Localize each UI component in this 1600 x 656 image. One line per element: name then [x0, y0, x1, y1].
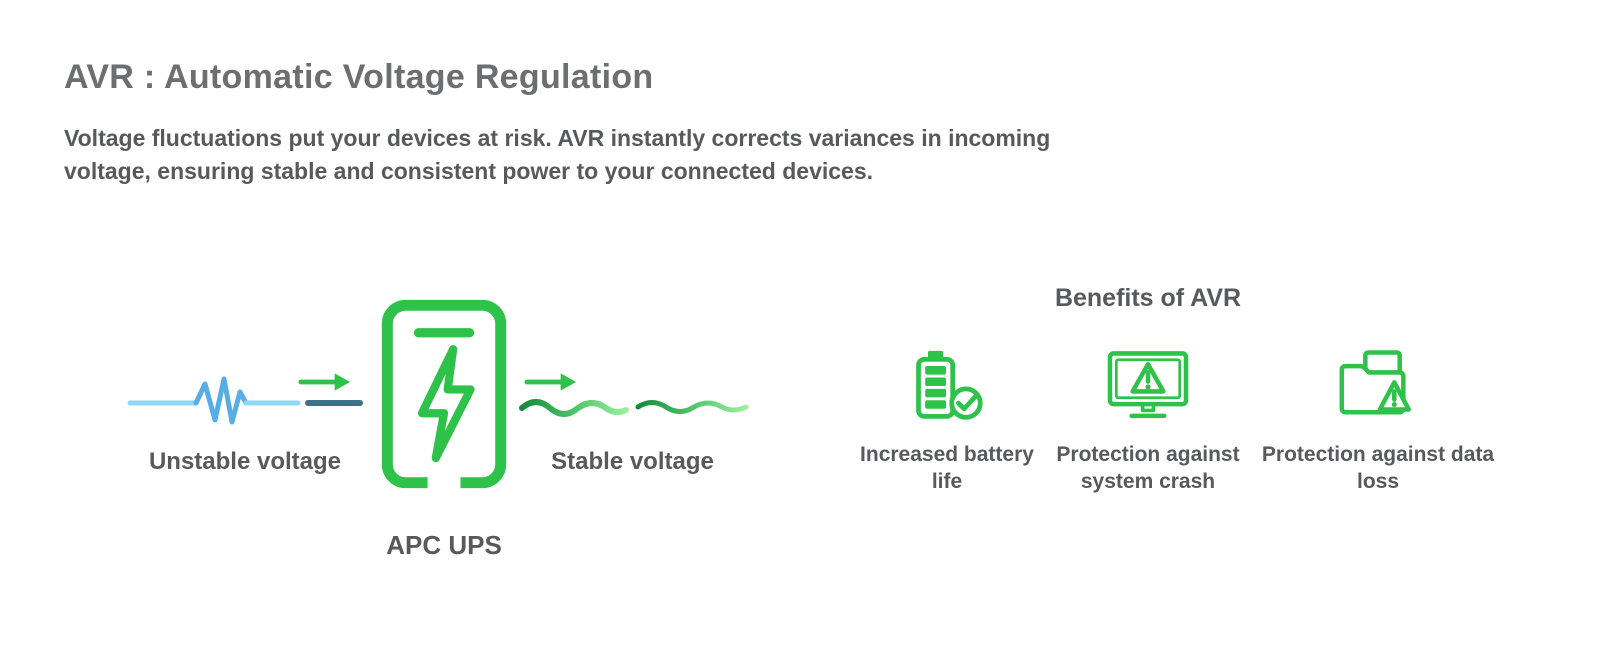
- benefit-label: Protection against data loss: [1261, 443, 1495, 493]
- stable-voltage-label: Stable voltage: [551, 448, 714, 475]
- folder-warning-icon: [1336, 348, 1420, 424]
- page-title: AVR : Automatic Voltage Regulation: [64, 58, 654, 96]
- monitor-warning-icon: [1104, 348, 1192, 424]
- ups-lightning-icon: [381, 299, 507, 490]
- benefit-item-system-crash: Protection against system crash: [1026, 348, 1270, 496]
- benefits-heading: Benefits of AVR: [1054, 284, 1242, 312]
- benefit-label: Increased battery life: [860, 443, 1034, 493]
- battery-check-icon: [907, 348, 987, 424]
- unstable-voltage-label: Unstable voltage: [148, 448, 342, 475]
- unstable-waveform-icon: [127, 376, 363, 425]
- arrow-right-icon: [298, 373, 351, 391]
- stable-waveform-icon: [519, 399, 749, 417]
- benefit-label: Protection against system crash: [1056, 443, 1240, 493]
- arrow-right-icon: [524, 373, 577, 391]
- benefit-item-data-loss: Protection against data loss: [1258, 348, 1498, 496]
- apc-ups-label: APC UPS: [386, 530, 502, 560]
- page-description: Voltage fluctuations put your devices at…: [64, 125, 1051, 184]
- benefit-item-battery-life: Increased battery life: [843, 348, 1051, 496]
